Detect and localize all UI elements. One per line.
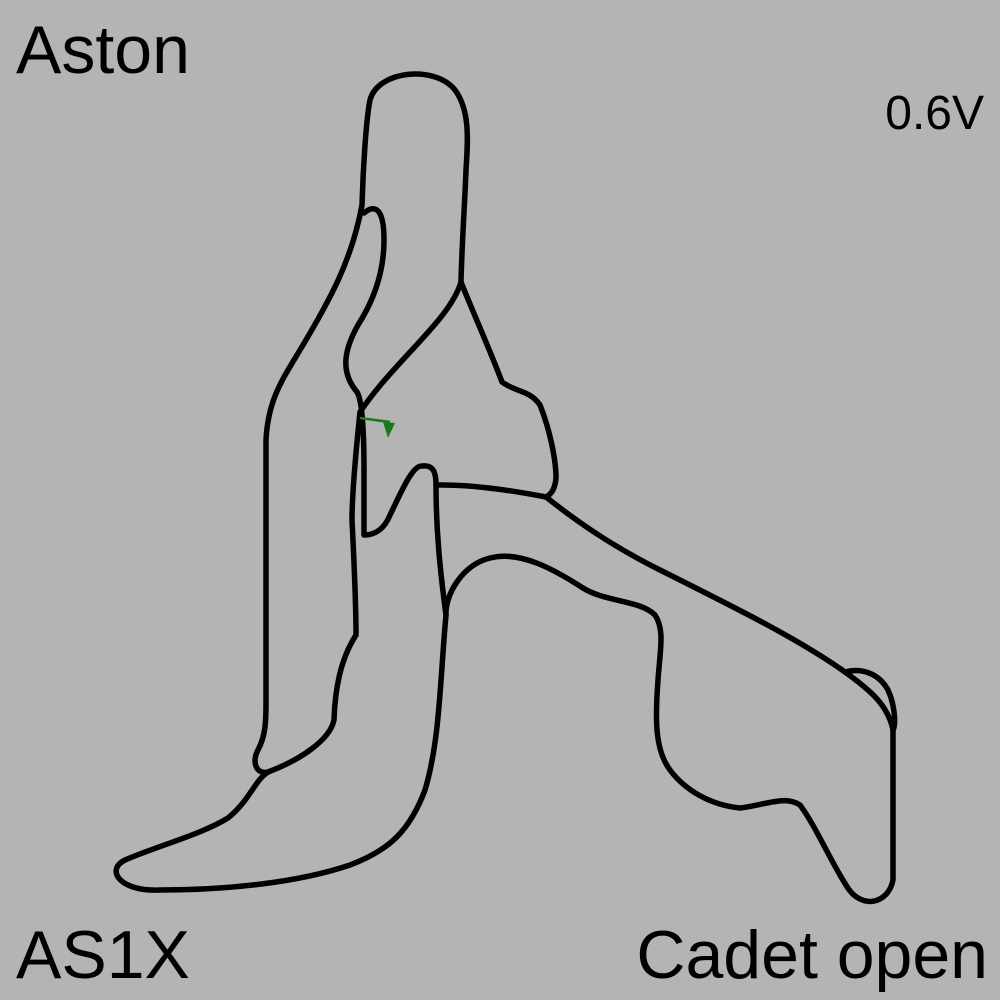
- version-label: 0.6V: [885, 87, 984, 140]
- track-far-right-loop: [842, 667, 898, 733]
- track-code-label: AS1X: [16, 917, 190, 993]
- track-left-inner-hairpin: [343, 206, 387, 473]
- track-outer-circuit: [252, 71, 471, 776]
- track-middle-link: [458, 279, 559, 500]
- start-finish-marker: [359, 416, 395, 438]
- layout-name-label: Cadet open: [636, 917, 988, 993]
- track-back-straight: [443, 494, 896, 904]
- track-descent: [113, 482, 449, 893]
- venue-title: Aston: [16, 12, 190, 88]
- track-central-section: [361, 463, 549, 538]
